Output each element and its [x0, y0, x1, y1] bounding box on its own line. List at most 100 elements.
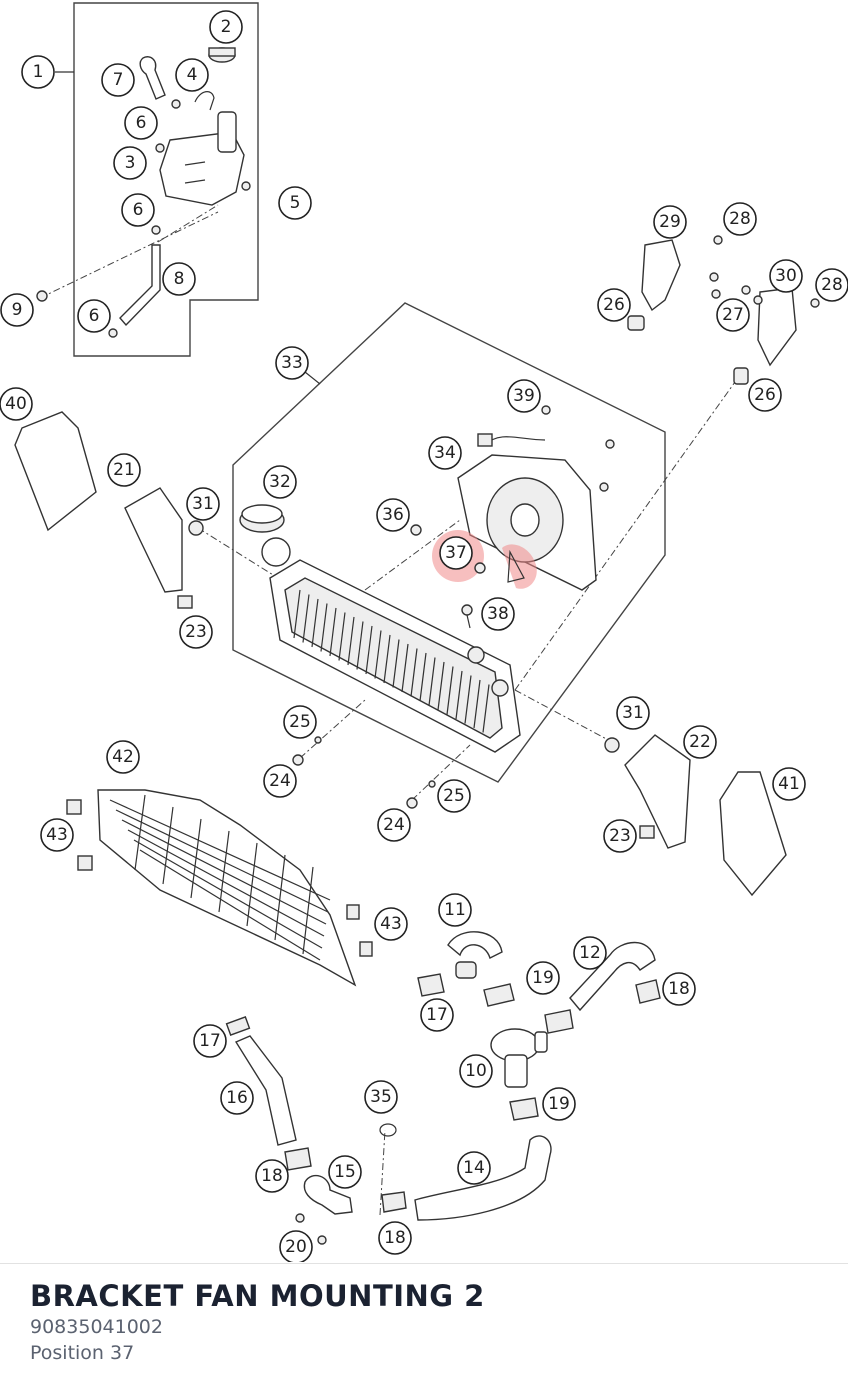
callout-26: 26	[597, 288, 631, 322]
part-number: 90835041002	[30, 1316, 163, 1338]
radiator-cap	[239, 504, 285, 533]
callout-number: 4	[187, 65, 198, 85]
callout-34: 34	[428, 436, 462, 470]
callout-number: 6	[89, 306, 100, 326]
callout-2: 2	[209, 10, 243, 44]
callout-number: 42	[112, 747, 134, 767]
callout-38: 38	[481, 597, 515, 631]
part-info: BRACKET FAN MOUNTING 2 90835041002 Posit…	[30, 1278, 830, 1366]
callout-32: 32	[263, 465, 297, 499]
callout-number: 31	[192, 494, 214, 514]
callout-28: 28	[723, 202, 757, 236]
callout-number: 18	[384, 1228, 406, 1248]
caption-divider	[0, 1263, 848, 1264]
callout-number: 17	[199, 1031, 221, 1051]
callout-number: 25	[289, 712, 311, 732]
callout-number: 29	[659, 212, 681, 232]
cooling-fan	[457, 405, 615, 591]
radiator-fins	[293, 589, 490, 733]
grille-slats	[109, 794, 331, 961]
hose-14	[414, 1135, 552, 1221]
hose-11	[447, 931, 503, 959]
callout-number: 43	[46, 825, 68, 845]
callout-28: 28	[815, 268, 848, 302]
o-ring	[379, 1123, 397, 1137]
callout-number: 3	[125, 153, 136, 173]
callout-3: 3	[113, 146, 147, 180]
callout-22: 22	[683, 725, 717, 759]
callout-31: 31	[616, 696, 650, 730]
callout-6: 6	[121, 193, 155, 227]
callout-number: 31	[622, 703, 644, 723]
right-shroud	[719, 771, 787, 897]
clamp	[194, 91, 215, 111]
callout-number: 23	[609, 826, 631, 846]
callout-number: 11	[444, 900, 466, 920]
callout-36: 36	[376, 498, 410, 532]
hose-16	[234, 1035, 297, 1146]
callout-24: 24	[377, 808, 411, 842]
callout-4: 4	[175, 58, 209, 92]
callout-number: 1	[33, 62, 44, 82]
callout-17: 17	[420, 998, 454, 1032]
callout-number: 36	[382, 505, 404, 525]
callout-number: 18	[668, 979, 690, 999]
clamp-19b	[544, 1009, 574, 1034]
callout-number: 39	[513, 386, 535, 406]
callout-33: 33	[275, 346, 309, 380]
callout-number: 33	[281, 353, 303, 373]
callout-number: 19	[548, 1094, 570, 1114]
callout-number: 38	[487, 604, 509, 624]
callout-number: 5	[290, 193, 301, 213]
callout-43: 43	[40, 818, 74, 852]
callout-number: 22	[689, 732, 711, 752]
callout-number: 43	[380, 914, 402, 934]
callout-25: 25	[437, 779, 471, 813]
callout-number: 40	[5, 394, 27, 414]
callout-number: 21	[113, 460, 135, 480]
part-name: BRACKET FAN MOUNTING 2	[30, 1279, 485, 1313]
callout-number: 24	[269, 771, 291, 791]
radiator	[261, 537, 521, 753]
callout-number: 24	[383, 815, 405, 835]
callout-24: 24	[263, 764, 297, 798]
callout-18: 18	[662, 972, 696, 1006]
callout-number: 28	[729, 209, 751, 229]
callout-number: 12	[579, 943, 601, 963]
callout-number: 2	[221, 17, 232, 37]
callout-number: 26	[603, 295, 625, 315]
callout-19: 19	[542, 1087, 576, 1121]
callout-number: 9	[12, 300, 23, 320]
callout-number: 28	[821, 275, 843, 295]
callout-39: 39	[507, 379, 541, 413]
clamp-19c	[509, 1097, 539, 1121]
radiator-grille	[66, 789, 373, 987]
callout-21: 21	[107, 453, 141, 487]
callout-number: 23	[185, 622, 207, 642]
callout-number: 8	[174, 269, 185, 289]
callout-number: 41	[778, 774, 800, 794]
callout-number: 6	[133, 200, 144, 220]
callout-18: 18	[378, 1221, 412, 1255]
clamp-17	[417, 973, 445, 997]
callout-27: 27	[716, 298, 750, 332]
callout-10: 10	[459, 1054, 493, 1088]
callout-40: 40	[0, 387, 33, 421]
callout-number: 27	[722, 305, 744, 325]
callout-5: 5	[278, 186, 312, 220]
callout-37[interactable]: 37	[439, 536, 473, 570]
callout-25: 25	[283, 705, 317, 739]
callout-30: 30	[769, 259, 803, 293]
callout-number: 25	[443, 786, 465, 806]
callout-number: 30	[775, 266, 797, 286]
callout-6: 6	[124, 106, 158, 140]
clamp-19a	[483, 983, 515, 1007]
clamp-18b	[284, 1147, 312, 1171]
callout-number: 35	[370, 1087, 392, 1107]
callout-number: 16	[226, 1088, 248, 1108]
fan-bracket-right	[627, 235, 820, 385]
callout-43: 43	[374, 907, 408, 941]
callout-number: 34	[434, 443, 456, 463]
callout-35: 35	[364, 1080, 398, 1114]
